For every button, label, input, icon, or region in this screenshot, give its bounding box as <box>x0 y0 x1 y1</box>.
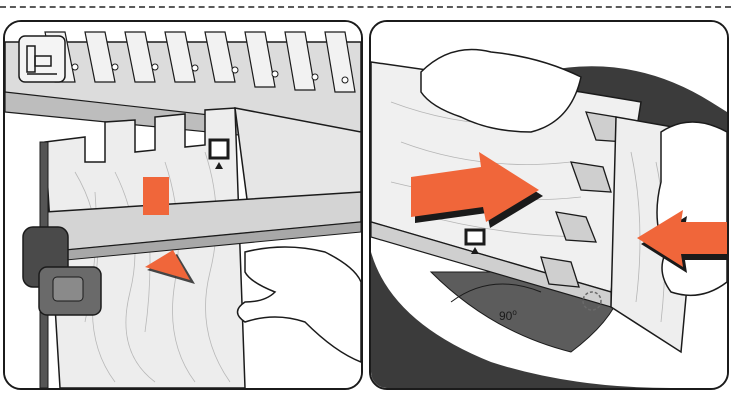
left-illustration-panel <box>3 20 363 390</box>
clamp-jig-icon <box>19 36 65 82</box>
cut-line-divider <box>0 6 731 8</box>
right-illustration-panel: 90o <box>369 20 729 390</box>
right-hand-illustration <box>657 122 727 295</box>
right-illustration: 90o <box>371 22 727 388</box>
left-illustration <box>5 22 361 388</box>
